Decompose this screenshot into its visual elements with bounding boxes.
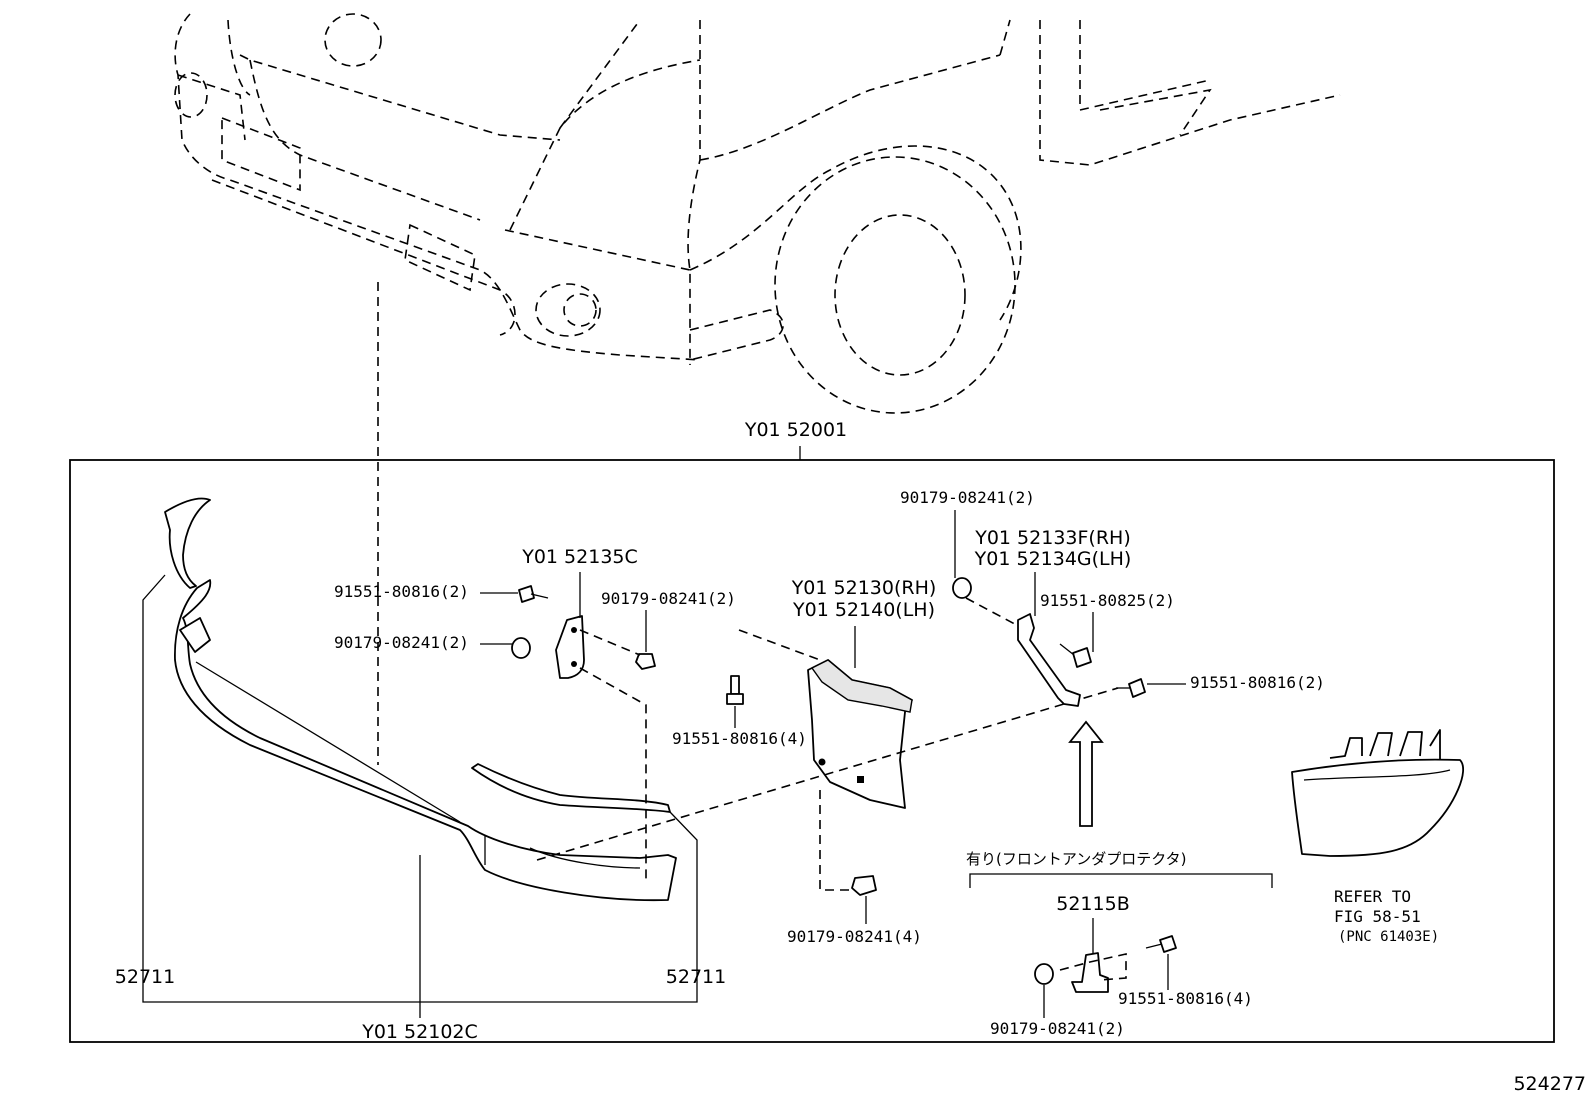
label-refer-line1: REFER TO — [1334, 887, 1411, 906]
protector-bracket-part — [1034, 935, 1177, 993]
label-bolt-left-top: 91551-80816(2) — [334, 582, 469, 601]
bolt-alignment-line — [536, 687, 1119, 861]
assembly-label: Y01 52001 — [744, 419, 847, 441]
label-bumper-cover: Y01 52102C — [361, 1021, 478, 1043]
label-bolt-retainer: 91551-80816(4) — [672, 729, 807, 748]
label-nut-retainer-bottom: 90179-08241(4) — [787, 927, 922, 946]
up-arrow-icon — [1068, 720, 1104, 827]
label-nut-top-right: 90179-08241(2) — [900, 488, 1035, 507]
label-bracket-center: Y01 52135C — [521, 546, 638, 568]
label-bolt-support: 91551-80825(2) — [1040, 591, 1175, 610]
assembly-frame — [69, 459, 1555, 1043]
molding-left-part — [164, 497, 211, 589]
label-molding-right: 52711 — [666, 966, 726, 988]
label-protector-bracket: 52115B — [1056, 893, 1129, 915]
bumper-cover — [174, 579, 677, 902]
label-retainer-lh: Y01 52140(LH) — [792, 599, 935, 621]
diagram-id: 524277 — [1513, 1073, 1586, 1095]
label-protector-note: 有り(フロントアンダプロテクタ) — [966, 850, 1187, 868]
center-bracket-group — [511, 585, 656, 880]
label-retainer-rh: Y01 52130(RH) — [791, 577, 937, 599]
label-protector-bolt: 91551-80816(4) — [1118, 989, 1253, 1008]
label-bolt-right: 91551-80816(2) — [1190, 673, 1325, 692]
front-under-protector — [1291, 729, 1465, 857]
label-nut-center: 90179-08241(2) — [601, 589, 736, 608]
retainer-group — [726, 629, 913, 896]
molding-right-part — [471, 763, 671, 813]
label-refer-line3: (PNC 61403E) — [1338, 929, 1439, 945]
label-support-lh: Y01 52134G(LH) — [974, 548, 1132, 570]
vehicle-outline — [174, 13, 1341, 414]
support-group — [952, 577, 1146, 707]
label-molding-left: 52711 — [115, 966, 175, 988]
label-support-rh: Y01 52133F(RH) — [974, 527, 1131, 549]
label-nut-left: 90179-08241(2) — [334, 633, 469, 652]
protector-bracket-line — [969, 873, 1273, 888]
label-refer-line2: FIG 58-51 — [1334, 907, 1421, 926]
label-protector-nut: 90179-08241(2) — [990, 1019, 1125, 1038]
